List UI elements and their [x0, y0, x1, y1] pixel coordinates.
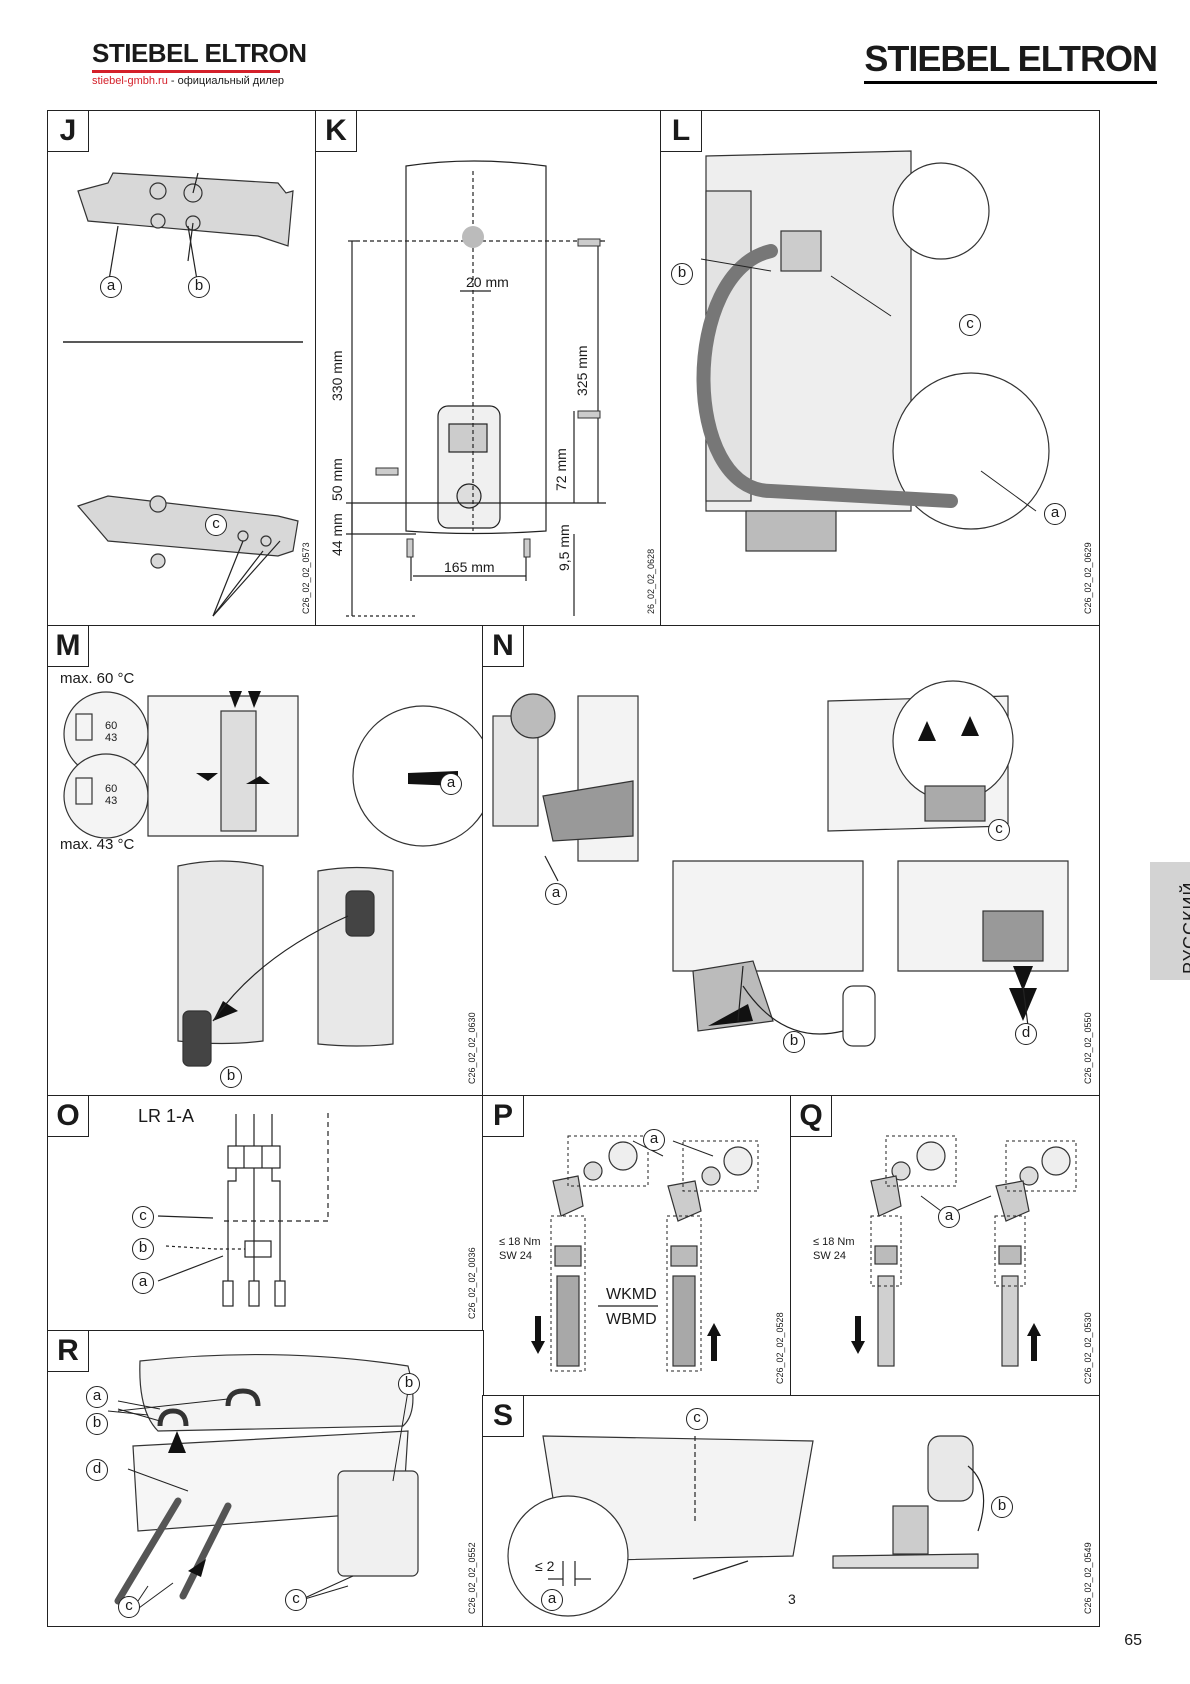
callout-c: c: [686, 1408, 708, 1430]
temp-value-60-b: 60: [105, 783, 118, 795]
panel-label: N: [483, 626, 524, 667]
callout-c: c: [988, 819, 1010, 841]
temp-value-60-a: 60: [105, 720, 118, 732]
wrench-size-label: SW 24: [813, 1250, 847, 1262]
logo-underline: [92, 70, 280, 73]
temperature-limit-illustration: [63, 691, 494, 1067]
relay-title: LR 1-A: [138, 1106, 195, 1126]
dealer-url[interactable]: stiebel-gmbh.ru: [92, 75, 168, 87]
cable-grommet-illustration: [107, 1353, 419, 1617]
panel-o: O LR 1-A a b c C26_02_02_0036: [47, 1095, 484, 1332]
callout-d: d: [86, 1459, 108, 1481]
cover-screw-illustration: [507, 1435, 985, 1617]
torque-label: ≤ 18 Nm: [813, 1236, 855, 1248]
figure-code: C26_02_02_0530: [1083, 1312, 1093, 1384]
dim-44mm: 44 mm: [329, 513, 345, 556]
pipe-fitting-illustration: [851, 1135, 1077, 1367]
dim-20mm: 20 mm: [466, 274, 509, 290]
page-number: 65: [1124, 1632, 1142, 1649]
callout-c: c: [118, 1596, 140, 1618]
max-43-label: max. 43 °C: [60, 836, 135, 853]
panel-j: J a b c C26_02_02_0573: [47, 110, 317, 627]
figure-code: C26_02_02_0550: [1083, 1012, 1093, 1084]
torque-label: ≤ 18 Nm: [499, 1236, 541, 1248]
panel-label: L: [661, 111, 702, 152]
callout-b: b: [783, 1031, 805, 1053]
callout-b: b: [188, 276, 210, 298]
callout-b: b: [132, 1238, 154, 1260]
panel-r: R a b b c c d C26_02_02_0552: [47, 1330, 484, 1627]
wrench-size-label: SW 24: [499, 1250, 533, 1262]
dim-330mm: 330 mm: [329, 350, 345, 401]
language-tab-label: РУССКИЙ: [1180, 881, 1190, 974]
figure-code: C26_02_02_0552: [467, 1542, 477, 1614]
temp-value-43-a: 43: [105, 732, 118, 744]
figure-code: C26_02_02_0549: [1083, 1542, 1093, 1614]
callout-b: b: [220, 1066, 242, 1088]
brand-logo: STIEBEL ELTRON: [864, 38, 1158, 84]
dim-165mm: 165 mm: [444, 559, 495, 575]
callout-a: a: [545, 883, 567, 905]
temp-value-43-b: 43: [105, 795, 118, 807]
panel-s: S a b c ≤ 2 3 C26_02_02_0549: [482, 1395, 1100, 1627]
load-shedding-relay-wiring-diagram: [157, 1113, 329, 1307]
callout-c-tray: c: [285, 1589, 307, 1611]
callout-b: b: [86, 1413, 108, 1435]
panel-label: P: [483, 1096, 524, 1137]
gap-label: ≤ 2: [535, 1558, 555, 1574]
panel-n: N a b c d C26_02_02_0550: [482, 625, 1100, 1097]
mounting-bracket-illustration: [63, 172, 303, 617]
callout-b: b: [671, 263, 693, 285]
callout-a: a: [132, 1272, 154, 1294]
dim-325mm: 325 mm: [574, 345, 590, 396]
callout-a: a: [86, 1386, 108, 1408]
dim-9-5mm: 9,5 mm: [556, 524, 572, 571]
panel-l: L a b c C26_02_02_0629: [660, 110, 1100, 627]
callout-a: a: [440, 773, 462, 795]
callout-c: c: [959, 314, 981, 336]
dim-50mm: 50 mm: [329, 458, 345, 501]
language-tab[interactable]: РУССКИЙ: [1150, 862, 1190, 980]
callout-b-tray: b: [398, 1373, 420, 1395]
max-60-label: max. 60 °C: [60, 670, 135, 687]
wkmd-label: WKMD: [606, 1286, 657, 1303]
figure-code: C26_02_02_0528: [775, 1312, 785, 1384]
callout-a: a: [541, 1589, 563, 1611]
figure-code: 26_02_02_0628: [646, 548, 656, 614]
panel-m: M max. 60 °C max. 43 °C 60 43 60 43 a b …: [47, 625, 494, 1097]
callout-a: a: [100, 276, 122, 298]
panel-label: J: [48, 111, 89, 152]
dealer-logo-block: STIEBEL ELTRON stiebel-gmbh.ru - официал…: [92, 38, 307, 87]
callout-c: c: [205, 514, 227, 536]
dealer-text: - официальный дилер: [167, 75, 285, 87]
callout-a: a: [938, 1206, 960, 1228]
panel-label: Q: [791, 1096, 832, 1137]
callout-b: b: [991, 1496, 1013, 1518]
figure-code: C26_02_02_0573: [301, 542, 311, 614]
panel-label: S: [483, 1396, 524, 1437]
callout-c: c: [132, 1206, 154, 1228]
callout-d: d: [1015, 1023, 1037, 1045]
panel-p: P ≤ 18 Nm SW 24 WKMD WBMD a C26_02_02_05…: [482, 1095, 792, 1397]
panel-k: K 20 mm 165 mm 330 mm: [315, 110, 662, 627]
panel-q: Q ≤ 18 Nm SW 24 a C26_02_02_0530: [790, 1095, 1100, 1397]
panel-label: K: [316, 111, 357, 152]
figure-code: C26_02_02_0629: [1083, 542, 1093, 614]
pipe-fitting-illustration: [531, 1135, 759, 1372]
wbmd-label: WBMD: [606, 1311, 657, 1328]
item-number-3: 3: [788, 1591, 796, 1607]
panel-label: O: [48, 1096, 89, 1137]
callout-a: a: [643, 1129, 665, 1151]
dimension-drawing: [346, 160, 606, 617]
panel-label: R: [48, 1331, 89, 1372]
figure-code: C26_02_02_0630: [467, 1012, 477, 1084]
cover-removal-illustration: [492, 680, 1069, 1047]
callout-a: a: [1044, 503, 1066, 525]
electrical-connection-illustration: [696, 150, 1050, 552]
dim-72mm: 72 mm: [553, 448, 569, 491]
figure-code: C26_02_02_0036: [467, 1247, 477, 1319]
panel-label: M: [48, 626, 89, 667]
dealer-logo: STIEBEL ELTRON: [92, 38, 307, 68]
dealer-line: stiebel-gmbh.ru - официальный дилер: [92, 75, 307, 87]
